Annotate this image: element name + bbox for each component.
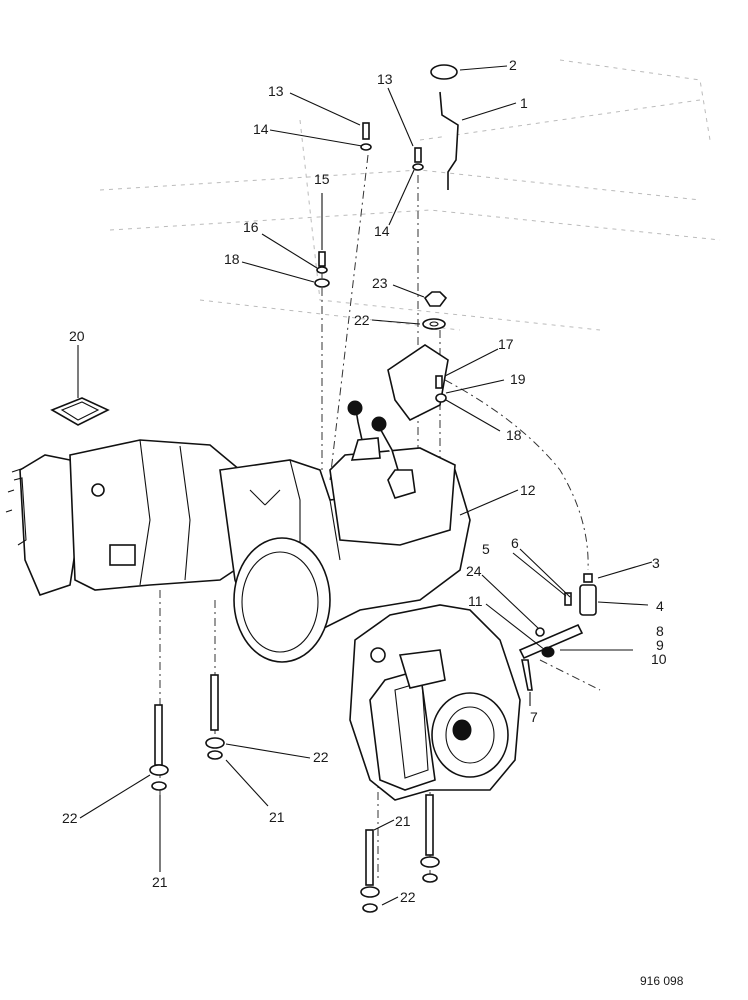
callout-24: 24 [466,563,482,579]
callout-21b: 21 [152,874,168,890]
callout-17: 17 [498,336,514,352]
callout-15: 15 [314,171,330,187]
callout-2: 2 [509,57,517,73]
drawing-code: 916 098 [640,974,684,988]
callout-12: 12 [520,482,536,498]
callout-19: 19 [510,371,526,387]
callout-1: 1 [520,95,528,111]
callout-8: 8 [656,623,664,639]
callout-11: 11 [468,593,483,609]
callout-3: 3 [652,555,660,571]
callout-10: 10 [651,651,667,667]
callout-22a: 22 [354,312,370,328]
lower-bolts-and-washers [149,674,440,913]
callout-18b: 18 [506,427,522,443]
callout-7: 7 [530,709,538,725]
callout-5: 5 [482,541,490,557]
callout-13a: 13 [268,83,284,99]
leader-lines [77,65,653,906]
callout-22d: 22 [400,889,416,905]
callout-labels: 1 2 3 4 5 6 7 8 9 10 11 12 13 13 14 14 1… [62,57,667,905]
callout-16: 16 [243,219,259,235]
upper-bolts [314,122,448,403]
callout-14b: 14 [374,223,390,239]
callout-18a: 18 [224,251,240,267]
callout-6: 6 [511,535,519,551]
bracket-plate-part [387,344,449,422]
callout-21a: 21 [269,809,285,825]
front-gearbox-housing [349,604,521,801]
callout-9: 9 [656,637,664,653]
callout-20: 20 [69,328,85,344]
callout-14a: 14 [253,121,269,137]
gear-lever-part [430,64,459,190]
cover-gasket-part [50,397,110,426]
transmission-housing [5,400,471,663]
linkage-parts [518,573,597,691]
callout-22c: 22 [62,810,78,826]
background-ghost-sketch [99,59,721,331]
callout-23: 23 [372,275,388,291]
callout-13b: 13 [377,71,393,87]
callout-21c: 21 [395,813,411,829]
callout-4: 4 [656,598,664,614]
callout-22b: 22 [313,749,329,765]
